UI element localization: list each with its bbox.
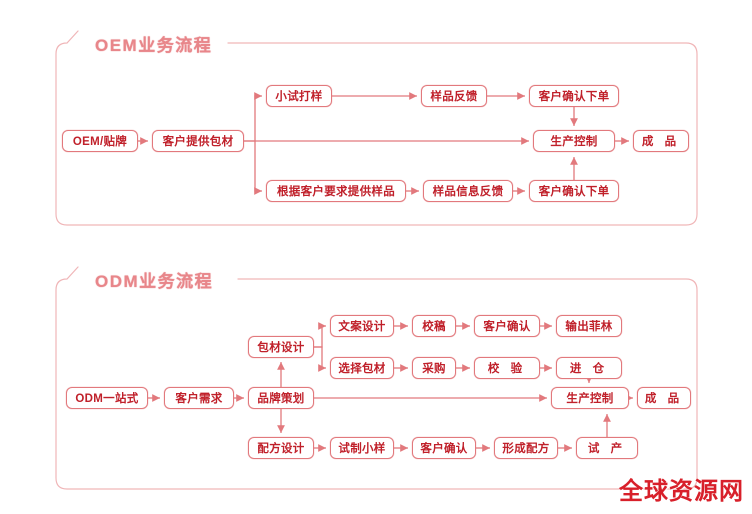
- edge-oem-pack-trial: [244, 92, 262, 142]
- node-odm-package-design[interactable]: 包材设计: [248, 336, 314, 358]
- node-oem-feedback2[interactable]: 样品信息反馈: [423, 180, 513, 202]
- node-oem-confirm1[interactable]: 客户确认下单: [529, 85, 619, 107]
- node-odm-finished-product[interactable]: 成 品: [637, 387, 691, 409]
- node-odm-brand-planning[interactable]: 品牌策划: [248, 387, 314, 409]
- node-oem-feedback1[interactable]: 样品反馈: [421, 85, 487, 107]
- node-odm-pilot-production[interactable]: 试 产: [576, 437, 638, 459]
- section-title-odm: ODM业务流程: [95, 272, 214, 291]
- node-oem-sample[interactable]: 根据客户要求提供样品: [266, 180, 406, 202]
- node-odm-inspection[interactable]: 校 验: [474, 357, 540, 379]
- node-odm-purchase[interactable]: 采购: [412, 357, 456, 379]
- node-odm-customer-need[interactable]: 客户需求: [164, 387, 234, 409]
- node-odm-confirm-1[interactable]: 客户确认: [474, 315, 540, 337]
- node-oem-start[interactable]: OEM/贴牌: [62, 130, 138, 152]
- node-odm-make-formula[interactable]: 形成配方: [494, 437, 558, 459]
- node-odm-select-package[interactable]: 选择包材: [330, 357, 394, 379]
- node-oem-pack[interactable]: 客户提供包材: [152, 130, 244, 152]
- node-oem-production-control[interactable]: 生产控制: [533, 130, 615, 152]
- node-odm-start[interactable]: ODM一站式: [66, 387, 148, 409]
- node-odm-trial-sample[interactable]: 试制小样: [330, 437, 394, 459]
- edge-odm-packdes-selpack: [314, 346, 326, 372]
- watermark: 全球资源网: [619, 478, 744, 505]
- section-title-oem: OEM业务流程: [95, 36, 213, 55]
- edge-odm-packdes-copy: [314, 322, 326, 348]
- node-oem-confirm2[interactable]: 客户确认下单: [529, 180, 619, 202]
- node-oem-trial[interactable]: 小试打样: [266, 85, 332, 107]
- node-odm-confirm-2[interactable]: 客户确认: [412, 437, 476, 459]
- node-odm-proofread[interactable]: 校稿: [412, 315, 456, 337]
- node-oem-finished-product[interactable]: 成 品: [633, 130, 689, 152]
- node-odm-production-control[interactable]: 生产控制: [551, 387, 629, 409]
- node-odm-film-output[interactable]: 输出菲林: [556, 315, 622, 337]
- node-odm-warehouse[interactable]: 进 仓: [556, 357, 622, 379]
- node-odm-copywriting[interactable]: 文案设计: [330, 315, 394, 337]
- node-odm-formula-design[interactable]: 配方设计: [248, 437, 314, 459]
- edge-oem-pack-sample: [244, 140, 262, 195]
